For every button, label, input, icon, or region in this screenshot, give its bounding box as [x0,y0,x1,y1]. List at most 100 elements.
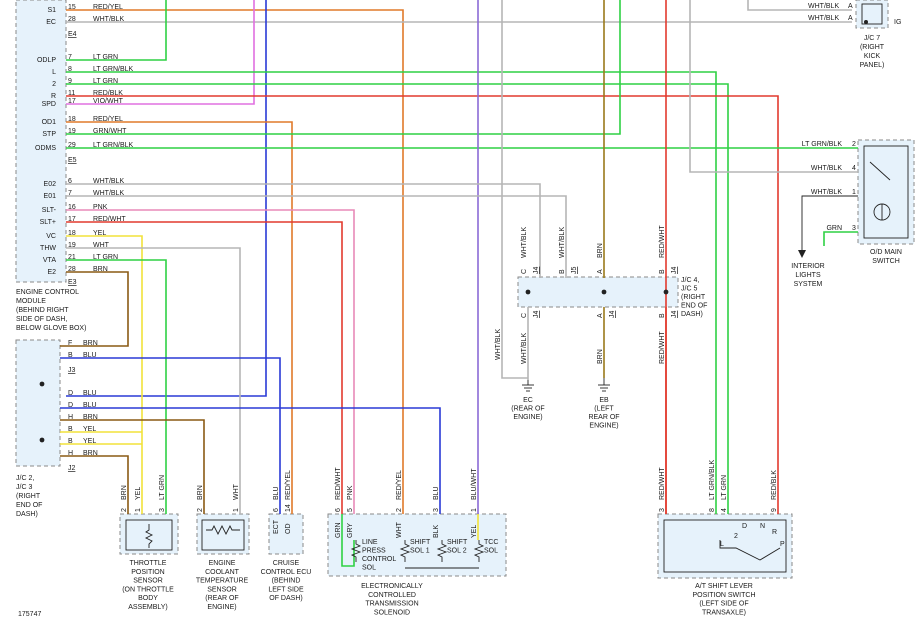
shift-pin: 3 [659,508,666,512]
trans-terminal: GRY [347,523,354,538]
ecm-wire-label: LT GRN/BLK [93,142,134,149]
cruise-caption: CONTROL ECU [261,569,312,576]
wire-thw [66,247,241,514]
trans-wire-label: BLU [433,486,440,500]
ecm-wire-label: BRN [93,266,108,273]
ecm-wire-label: WHT/BLK [93,178,124,185]
jc2-wire-label: YEL [83,438,96,445]
tps-pin: 2 [121,508,128,512]
trans-wire-label: RED/YEL [396,470,403,500]
wire-vta [66,259,167,514]
jc4-bottom-conn: J4 [671,311,678,319]
jc2-pin: D [68,390,73,397]
trans-caption: ELECTRONICALLY [361,583,423,590]
ecm-pin-name: L [52,69,56,76]
ecm-pin-number: 28 [68,16,76,23]
cruise-wire-label: RED/YEL [285,470,292,500]
ecm-pin-number: 7 [68,54,72,61]
ecm-pin-name: E02 [44,181,57,188]
jc4-top-pin: B [659,269,666,274]
jc7-ig-label: IG [894,19,901,26]
jc2-caption: DASH) [16,511,38,518]
ecm-pin-name: ODLP [37,57,56,64]
jc4-bottom-pin: B [659,313,666,318]
ecm-caption: ENGINE CONTROL [16,289,79,296]
diagram-number: 175747 [18,611,41,618]
ecm-pin-name: THW [40,245,56,252]
wire-e2 [60,271,129,347]
jc2-caption: J/C 2, [16,475,34,482]
cruise-caption: OF DASH) [269,595,302,602]
ground-ec [522,380,534,392]
ecm-pin-name: ODMS [35,145,56,152]
shift-pin: 8 [709,508,716,512]
ect-caption: SENSOR [207,586,237,593]
ecm-pin-number: 19 [68,128,76,135]
wire-interior-lights [801,195,858,250]
ecm-pin-number: 16 [68,204,76,211]
ecm-caption: MODULE [16,298,46,305]
jc2-pin: B [68,352,73,359]
ecm-pin-number: 21 [68,254,76,261]
shift-caption: TRANSAXLE) [702,609,746,616]
ground-eb-caption: EB [599,397,609,404]
ecm-wire-label: WHT/BLK [93,16,124,23]
ecm-pin-name: R [51,93,56,100]
solenoid-label: SHIFT [410,539,431,546]
ecm-pin-number: E3 [68,279,77,286]
trans-terminal: BLK [433,524,440,538]
trans-wire-label: RED/WHT [335,467,342,500]
solenoid-label: SHIFT [447,539,468,546]
ecm-pin-number: 18 [68,230,76,237]
ground-ec-caption: EC [523,397,533,404]
trans-wire-label: PNK [347,485,354,500]
jc2-wire-label: BLU [83,402,97,409]
jc2-pin: J2 [68,465,76,472]
ect-caption: (REAR OF [205,595,238,602]
od-pin: 4 [852,165,856,172]
ecm-pin-name: OD1 [42,119,57,126]
solenoid-label: PRESS [362,548,386,555]
wire-gray-jc7 [747,0,852,11]
solenoid-coils [350,540,485,569]
ect-caption: COOLANT [205,569,240,576]
jc4-top-wire: BRN [597,243,604,258]
interior-lights-label: INTERIOR [791,263,824,270]
ecm-pin-number: 8 [68,66,72,73]
ecm-pin-number: 9 [68,78,72,85]
trans-caption: CONTROLLED [368,592,416,599]
cruise-wire-label: BLU [273,486,280,500]
ect-pin: 2 [197,508,204,512]
ecm-caption: SIDE OF DASH, [16,316,67,323]
shift-wire-label: RED/WHT [659,467,666,500]
cruise-pin: 6 [273,508,280,512]
jc4-top-pin: A [597,269,604,274]
solenoid-label: SOL 2 [447,548,467,555]
splices [39,20,868,443]
wire-blu-cruise [66,0,267,397]
wire-slt-minus [66,209,355,514]
od-switch-symbol [863,145,909,239]
wire-grn-od [823,231,858,246]
jc4-bottom-conn: J4 [533,311,540,319]
shift-position: P [780,541,785,548]
jc7-pin: A [848,15,853,22]
tps-caption: BODY [138,595,158,602]
ecm-pin-number: 15 [68,4,76,11]
jc2-pin: J3 [68,367,76,374]
od-caption: O/D MAIN [870,249,902,256]
shift-pin: 4 [721,508,728,512]
jc4-top-conn: J5 [571,267,578,275]
jc7-caption: PANEL) [860,62,885,69]
od-caption: SWITCH [872,258,900,265]
jc2-pin: B [68,438,73,445]
cruise-pin: 14 [285,504,292,512]
trans-pin: 2 [396,508,403,512]
ecm-pin-number: 18 [68,116,76,123]
wire-odlp [66,0,167,61]
jc2-box [15,339,61,467]
jc4-bottom-pin: C [521,313,528,318]
wire-gray-right [689,0,858,173]
jc4-caption: (RIGHT [681,294,706,301]
